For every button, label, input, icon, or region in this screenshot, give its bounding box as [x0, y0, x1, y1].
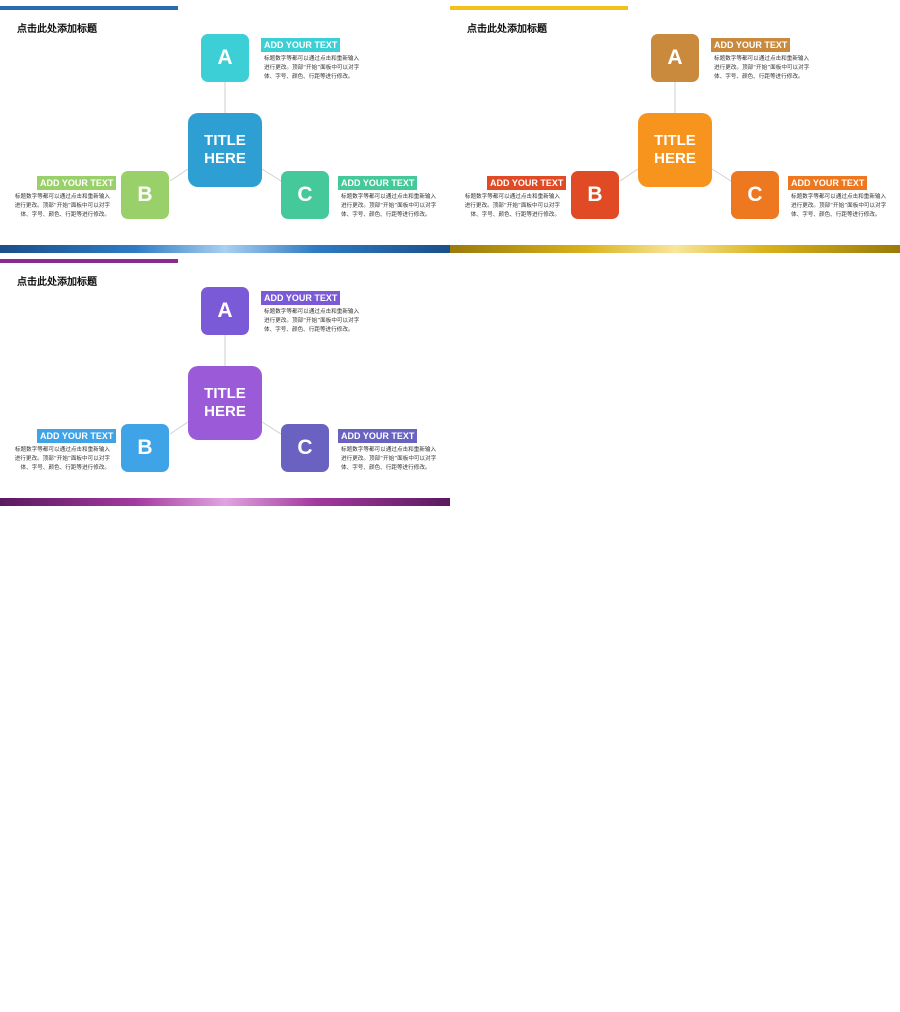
node-b[interactable]: B: [121, 424, 169, 472]
top-accent-bar: [450, 6, 628, 10]
label-b[interactable]: ADD YOUR TEXT: [37, 429, 117, 443]
description-a: 标题数字等都可以通过点击和重新输入进行更改。顶部“开始”面板中可以对字体、字号、…: [264, 309, 360, 333]
top-accent-bar: [0, 259, 178, 263]
center-title-box[interactable]: TITLE HERE: [638, 113, 712, 187]
description-c: 标题数字等都可以通过点击和重新输入进行更改。顶部“开始”面板中可以对字体、字号、…: [341, 194, 437, 218]
label-c[interactable]: ADD YOUR TEXT: [338, 176, 418, 190]
bottom-gradient-bar: [450, 245, 900, 253]
node-a[interactable]: A: [201, 34, 249, 82]
label-a[interactable]: ADD YOUR TEXT: [261, 38, 341, 52]
slide-title[interactable]: 点击此处添加标题: [17, 277, 97, 288]
slide-blue: 点击此处添加标题 A TITLE HERE B C ADD YOUR TEXT …: [0, 0, 450, 253]
label-c[interactable]: ADD YOUR TEXT: [338, 429, 418, 443]
label-a[interactable]: ADD YOUR TEXT: [711, 38, 791, 52]
node-c[interactable]: C: [281, 424, 329, 472]
description-b: 标题数字等都可以通过点击和重新输入进行更改。顶部“开始”面板中可以对字体、字号、…: [14, 194, 110, 218]
node-a[interactable]: A: [201, 287, 249, 335]
node-c[interactable]: C: [281, 171, 329, 219]
node-b[interactable]: B: [121, 171, 169, 219]
connector-lines: [169, 335, 282, 435]
top-accent-bar: [0, 6, 178, 10]
connector-lines: [619, 82, 732, 182]
node-b[interactable]: B: [571, 171, 619, 219]
connector-lines: [169, 82, 282, 182]
description-b: 标题数字等都可以通过点击和重新输入进行更改。顶部“开始”面板中可以对字体、字号、…: [464, 194, 560, 218]
bottom-gradient-bar: [0, 498, 450, 506]
description-a: 标题数字等都可以通过点击和重新输入进行更改。顶部“开始”面板中可以对字体、字号、…: [264, 56, 360, 80]
center-title-box[interactable]: TITLE HERE: [188, 366, 262, 440]
slide-title[interactable]: 点击此处添加标题: [467, 24, 547, 35]
slide-purple: 点击此处添加标题 A TITLE HERE B C ADD YOUR TEXT …: [0, 253, 450, 506]
label-b[interactable]: ADD YOUR TEXT: [487, 176, 567, 190]
bottom-gradient-bar: [0, 245, 450, 253]
description-c: 标题数字等都可以通过点击和重新输入进行更改。顶部“开始”面板中可以对字体、字号、…: [341, 447, 437, 471]
node-c[interactable]: C: [731, 171, 779, 219]
node-a[interactable]: A: [651, 34, 699, 82]
slide-orange: 点击此处添加标题 A TITLE HERE B C ADD YOUR TEXT …: [450, 0, 900, 253]
label-c[interactable]: ADD YOUR TEXT: [788, 176, 868, 190]
label-a[interactable]: ADD YOUR TEXT: [261, 291, 341, 305]
slide-title[interactable]: 点击此处添加标题: [17, 24, 97, 35]
description-b: 标题数字等都可以通过点击和重新输入进行更改。顶部“开始”面板中可以对字体、字号、…: [14, 447, 110, 471]
description-a: 标题数字等都可以通过点击和重新输入进行更改。顶部“开始”面板中可以对字体、字号、…: [714, 56, 810, 80]
center-title-box[interactable]: TITLE HERE: [188, 113, 262, 187]
label-b[interactable]: ADD YOUR TEXT: [37, 176, 117, 190]
description-c: 标题数字等都可以通过点击和重新输入进行更改。顶部“开始”面板中可以对字体、字号、…: [791, 194, 887, 218]
